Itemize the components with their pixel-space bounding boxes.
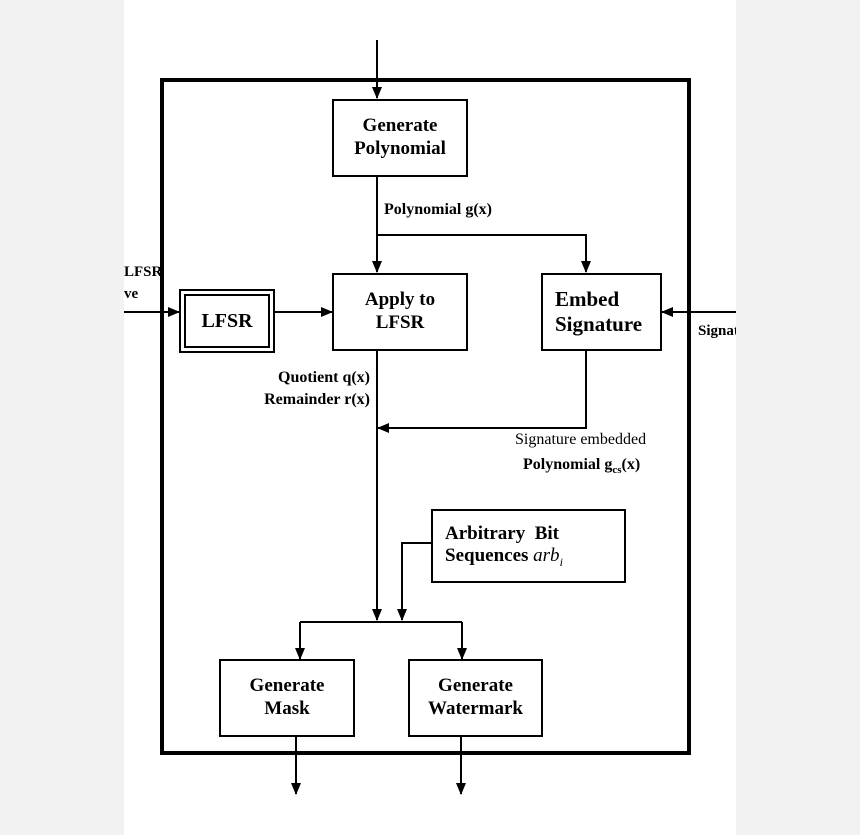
right-margin bbox=[736, 0, 860, 835]
quotient-label: Quotient q(x) bbox=[278, 369, 370, 386]
sig-poly-text: Polynomial g bbox=[523, 456, 613, 473]
generate-watermark-block: Generate Watermark bbox=[408, 659, 543, 737]
block-label-line1: Embed bbox=[555, 286, 620, 311]
block-label-line1: Generate bbox=[438, 675, 513, 697]
block-label-line2: Polynomial bbox=[354, 138, 446, 159]
remainder-label: Remainder r(x) bbox=[264, 391, 370, 408]
apply-to-lfsr-block: Apply to LFSR bbox=[332, 273, 468, 351]
arb-line2-text: Sequences bbox=[445, 545, 534, 567]
embed-return-arrow bbox=[377, 351, 587, 433]
block-label-line1: Generate bbox=[249, 675, 325, 697]
poly-to-embed-arrow bbox=[377, 234, 591, 273]
block-label-line1: Generate bbox=[362, 115, 438, 137]
right-input-label: Signat bbox=[698, 323, 736, 339]
left-input-label-line2: ve bbox=[124, 286, 139, 302]
system-frame bbox=[160, 78, 691, 755]
generate-mask-block: Generate Mask bbox=[219, 659, 355, 737]
lfsr-label: LFSR bbox=[184, 294, 270, 348]
block-label-line1: Apply to bbox=[364, 289, 436, 311]
polynomial-gx-label: Polynomial g(x) bbox=[384, 201, 492, 218]
lfsr-block: LFSR bbox=[179, 289, 275, 353]
arb-variable: arb bbox=[533, 545, 560, 567]
sig-poly-subscript: cs bbox=[612, 464, 622, 477]
embed-signature-block: Embed Signature bbox=[541, 273, 662, 351]
sig-poly-end: (x) bbox=[621, 456, 641, 473]
block-label-line2: Mask bbox=[264, 698, 310, 719]
arb-subscript: i bbox=[559, 555, 563, 570]
left-input-label-line1: LFSR bbox=[124, 264, 163, 280]
arbitrary-bit-sequences-block: Arbitrary Bit Sequences arbi bbox=[431, 509, 626, 583]
signature-embedded-label: Signature embedded bbox=[515, 431, 647, 448]
arb-to-junction-arrow bbox=[397, 542, 431, 621]
generate-polynomial-block: Generate Polynomial bbox=[332, 99, 468, 177]
block-label-line2: LFSR bbox=[375, 312, 425, 333]
signature-polynomial-label: Polynomial gcs(x) bbox=[523, 456, 640, 476]
left-margin bbox=[0, 0, 124, 835]
block-label-line2: Signature bbox=[555, 312, 643, 336]
arb-line2: Sequences arbi bbox=[445, 545, 563, 569]
block-label-line2: Watermark bbox=[428, 698, 523, 719]
arb-line1: Arbitrary Bit bbox=[445, 522, 559, 544]
